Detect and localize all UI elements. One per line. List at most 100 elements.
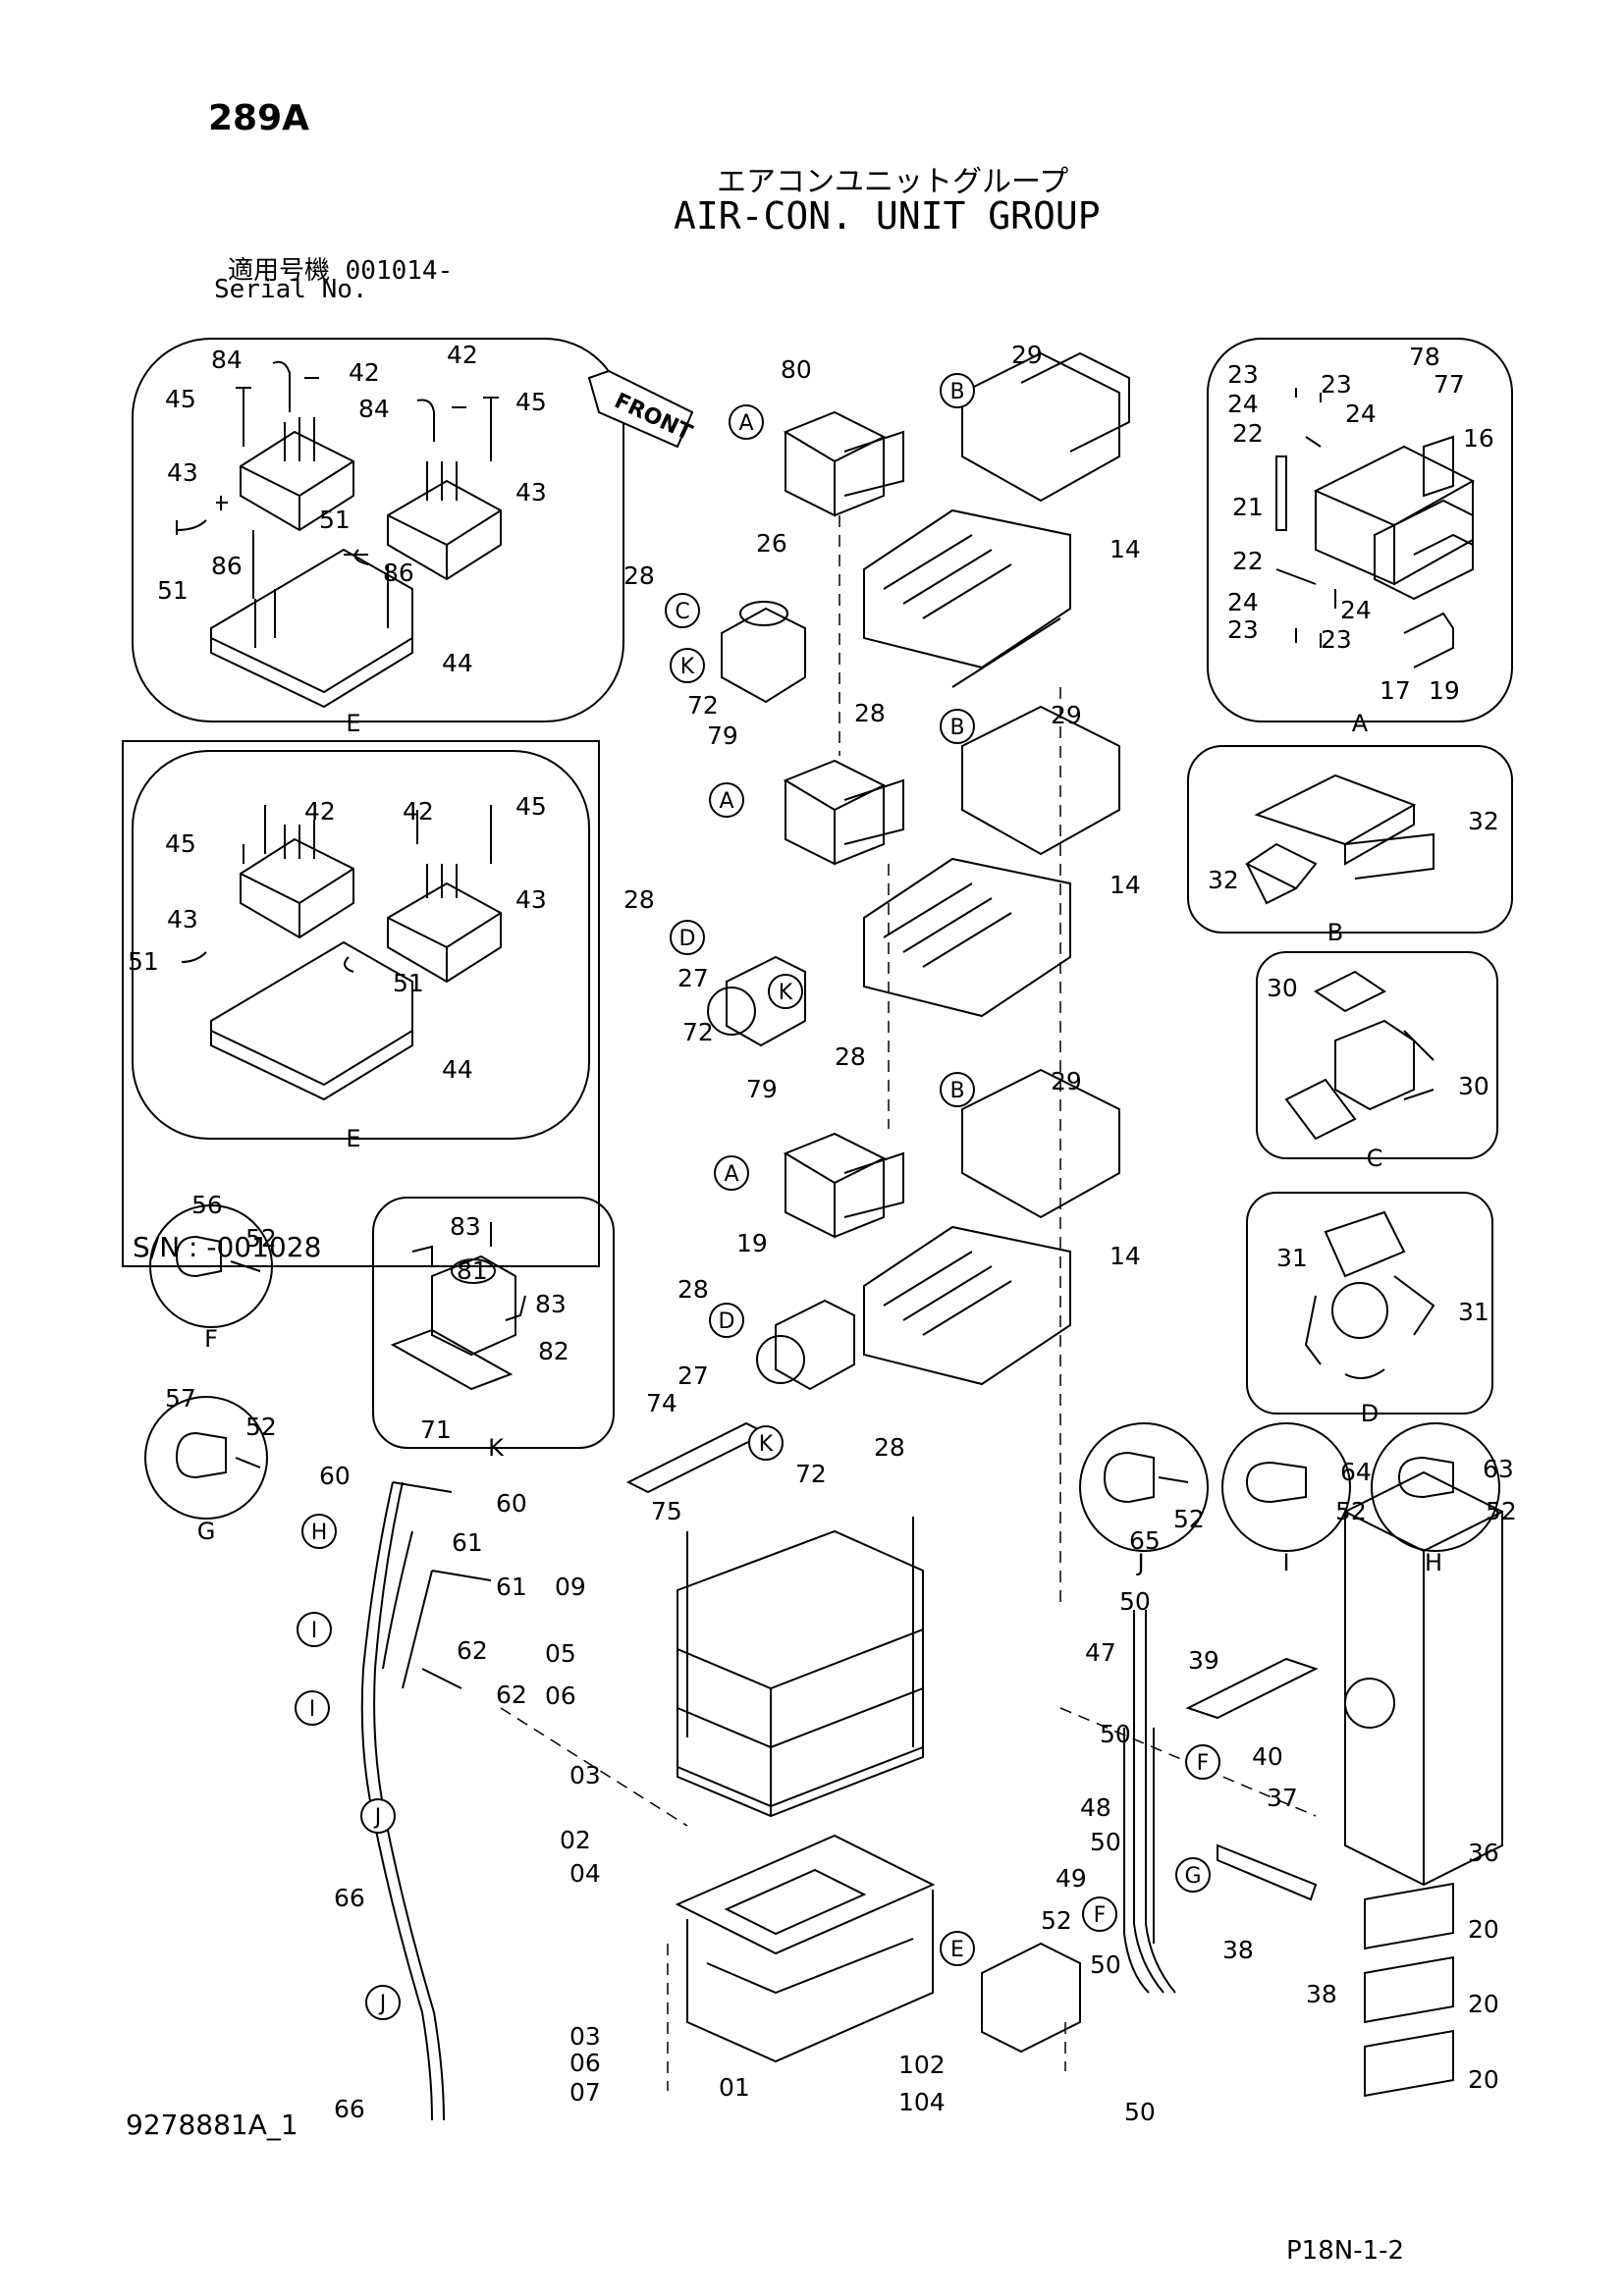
callout-circle-j [360, 1798, 396, 1834]
callout-letter-j: J [378, 1992, 387, 2016]
bracket-21 [1275, 455, 1287, 531]
part-number-label: 01 [719, 2073, 750, 2102]
part-number-label: 79 [707, 721, 738, 750]
part-number-label: 31 [1458, 1298, 1489, 1326]
part-number-label: 20 [1468, 2065, 1499, 2094]
part-number-label: 42 [349, 358, 380, 387]
part-number-label: 84 [211, 346, 243, 374]
part-number-label: 52 [1173, 1505, 1205, 1533]
part-number-label: 37 [1267, 1784, 1298, 1812]
part-number-label: 72 [795, 1460, 827, 1488]
part-number-label: 14 [1110, 871, 1141, 899]
part-number-label: 61 [496, 1573, 527, 1601]
relay-block [981, 1942, 1081, 2054]
detail-view-label-d: D [1361, 1400, 1379, 1427]
part-number-label: 19 [1429, 676, 1460, 705]
callout-letter-b: B [949, 716, 964, 740]
callout-letter-d: D [679, 927, 696, 951]
part-number-label: 52 [1335, 1497, 1367, 1525]
callout-circle-k [670, 648, 705, 683]
detail-view-label-g: G [197, 1518, 216, 1545]
detail-view-label-e: E [346, 710, 360, 737]
part-number-label: 17 [1380, 676, 1411, 705]
part-number-label: 07 [569, 2078, 601, 2107]
part-number-label: 24 [1227, 390, 1259, 418]
part-number-label: 77 [1434, 370, 1465, 399]
part-number-label: 82 [538, 1337, 569, 1365]
front-direction-arrow: FRONT [587, 369, 696, 449]
duct-32 [1254, 774, 1417, 866]
part-number-label: 72 [687, 691, 719, 720]
part-number-label: 81 [457, 1256, 488, 1285]
bracket-39 [1185, 1657, 1319, 1720]
part-number-label: 45 [515, 792, 547, 821]
control-box-36 [1344, 1470, 1503, 1887]
part-number-label: 51 [393, 969, 424, 997]
part-number-label: 21 [1232, 493, 1264, 521]
part-number-label: 27 [677, 964, 709, 992]
outlet-27-low [775, 1299, 855, 1391]
detail-frame-e-upper [132, 338, 624, 722]
callout-letter-b: B [949, 380, 964, 404]
detail-frame-a [1207, 338, 1513, 722]
part-number-label: 29 [1011, 341, 1043, 369]
part-number-label: 14 [1110, 535, 1141, 563]
part-number-label: 50 [1100, 1720, 1131, 1748]
callout-letter-f: F [1197, 1751, 1210, 1776]
part-number-label: 22 [1232, 547, 1264, 575]
duct-30 [1314, 970, 1386, 1013]
part-number-label: 52 [245, 1224, 277, 1253]
part-number-label: 65 [1129, 1526, 1161, 1555]
part-number-label: 23 [1227, 360, 1259, 389]
part-number-label: 06 [545, 1682, 576, 1710]
part-number-label: 60 [319, 1462, 351, 1490]
callout-letter-b: B [949, 1079, 964, 1103]
callout-letter-j: J [373, 1805, 382, 1830]
part-number-label: 80 [781, 355, 812, 384]
part-number-label: 23 [1321, 370, 1352, 399]
part-number-label: 86 [383, 559, 414, 587]
part-number-label: 02 [560, 1826, 591, 1854]
part-number-label: 78 [1409, 343, 1440, 371]
detail-view-label-f: F [204, 1325, 218, 1353]
part-number-label: 27 [677, 1362, 709, 1390]
part-number-label: 28 [623, 561, 655, 590]
callout-circle-d [670, 920, 705, 955]
detail-frame-g [144, 1396, 268, 1520]
part-number-label: 19 [736, 1229, 768, 1257]
duct-31 [1324, 1210, 1406, 1278]
part-number-label: 06 [569, 2049, 601, 2077]
part-number-label: 24 [1345, 400, 1377, 428]
part-number-label: 05 [545, 1639, 576, 1668]
callout-letter-k: K [759, 1432, 774, 1457]
part-number-label: 20 [1468, 1915, 1499, 1944]
part-number-label: 22 [1232, 419, 1264, 448]
part-number-label: 42 [304, 797, 336, 826]
part-number-label: 29 [1051, 1067, 1082, 1095]
part-number-label: 48 [1080, 1793, 1111, 1822]
part-number-label: 23 [1321, 625, 1352, 654]
part-number-label: 62 [457, 1636, 488, 1665]
part-number-label: 52 [1041, 1906, 1072, 1935]
detail-view-label-b: B [1327, 919, 1343, 946]
part-number-label: 04 [569, 1859, 601, 1888]
outlet-26 [721, 607, 806, 704]
callout-circle-a [729, 404, 764, 440]
part-number-label: 86 [211, 552, 243, 580]
part-number-label: 83 [450, 1212, 481, 1241]
detail-frame-d [1246, 1192, 1493, 1415]
callout-circle-h [301, 1514, 337, 1549]
callout-circle-b [940, 709, 975, 744]
detail-frame-e-lower [132, 750, 590, 1140]
part-number-label: 74 [646, 1389, 677, 1417]
part-number-label: 03 [569, 1761, 601, 1789]
detail-view-label-k: K [488, 1434, 505, 1462]
part-number-label: 03 [569, 2022, 601, 2051]
part-number-label: 38 [1222, 1936, 1254, 1964]
callout-circle-f [1185, 1744, 1220, 1780]
part-number-label: 45 [515, 388, 547, 416]
part-number-label: 32 [1468, 807, 1499, 835]
aircon-unit-lower [783, 1068, 1120, 1386]
part-number-label: 36 [1468, 1839, 1499, 1867]
detail-frame-j [1079, 1422, 1209, 1552]
